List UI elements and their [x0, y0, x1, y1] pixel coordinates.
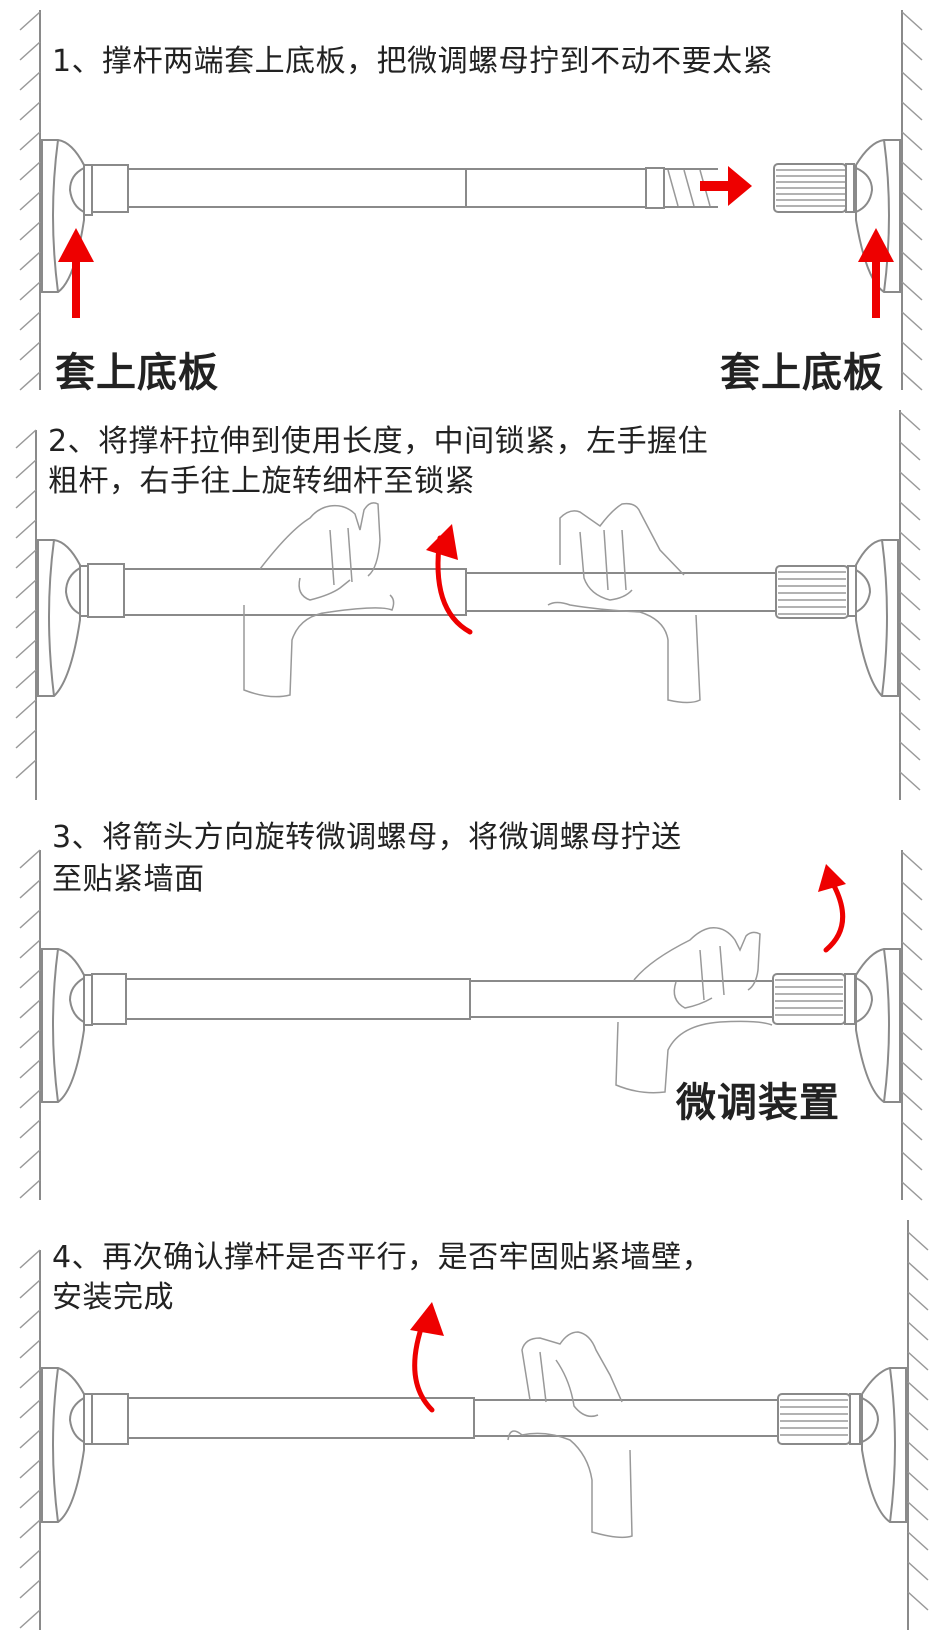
adjustment-device-label: 微调装置: [676, 1080, 840, 1126]
adjustment-nut-icon: [772, 973, 846, 1025]
left-wall-icon: [19, 849, 41, 1200]
step-2-panel: 2、将撑杆拉伸到使用长度，中间锁紧，左手握住 粗杆，右手往上旋转细杆至锁紧: [0, 400, 932, 800]
adjustment-nut-icon: [773, 163, 847, 213]
thin-rod-icon: [465, 572, 777, 612]
step-2-instruction-line-1: 2、将撑杆拉伸到使用长度，中间锁紧，左手握住: [48, 424, 709, 459]
right-base-plate-icon: [849, 1367, 907, 1523]
step-4-panel: 4、再次确认撑杆是否平行，是否牢固贴紧墙壁， 安装完成: [0, 1210, 932, 1640]
left-wall-icon: [15, 429, 37, 800]
right-wall-icon: [907, 1220, 929, 1630]
adjustment-nut-icon: [777, 1393, 851, 1445]
adjustment-nut-icon: [775, 565, 849, 619]
right-wall-icon: [899, 410, 921, 800]
step-3-instruction-line-1: 3、将箭头方向旋转微调螺母，将微调螺母拧送: [52, 820, 682, 855]
left-base-plate-icon: [41, 1367, 129, 1523]
step-3-illustration: [19, 849, 923, 1201]
right-wall-icon: [901, 850, 923, 1201]
step-2-instruction-line-2: 粗杆，右手往上旋转细杆至锁紧: [48, 464, 475, 499]
thick-rod-icon: [127, 168, 467, 208]
left-wall-icon: [19, 10, 41, 391]
step-4-instruction-line-1: 4、再次确认撑杆是否平行，是否牢固贴紧墙壁，: [52, 1240, 713, 1275]
left-base-plate-icon: [37, 539, 125, 697]
step-1-panel: 1、撑杆两端套上底板，把微调螺母拧到不动不要太紧 套上底板 套上底板: [0, 0, 932, 400]
right-hand-icon: [547, 502, 701, 704]
step-1-illustration: [19, 10, 923, 391]
step-1-instruction: 1、撑杆两端套上底板，把微调螺母拧到不动不要太紧: [52, 44, 774, 79]
hand-icon: [615, 927, 773, 1094]
right-arrow-icon: [700, 166, 752, 206]
up-arrow-left-icon: [58, 228, 94, 318]
step-4-illustration: [19, 1220, 929, 1630]
thin-rod-icon: [469, 980, 777, 1018]
thin-rod-icon: [465, 167, 718, 209]
rotate-arrow-icon: [818, 864, 846, 953]
thin-rod-icon: [473, 1399, 781, 1437]
step-4-instruction-line-2: 安装完成: [52, 1280, 174, 1315]
left-base-plate-icon: [41, 948, 127, 1103]
rotate-arrow-icon: [410, 1302, 444, 1413]
right-base-plate-icon: [847, 539, 899, 697]
right-base-plate-icon: [844, 948, 901, 1103]
up-arrow-right-icon: [858, 228, 894, 318]
left-base-plate-icon: [41, 139, 129, 293]
step-3-instruction-line-2: 至贴紧墙面: [52, 862, 205, 897]
base-plate-label-right: 套上底板: [720, 350, 884, 396]
thick-rod-icon: [123, 568, 467, 616]
thick-rod-icon: [127, 1397, 475, 1439]
left-wall-icon: [19, 1249, 41, 1630]
base-plate-label-left: 套上底板: [55, 350, 219, 396]
hand-icon: [507, 1331, 633, 1539]
right-wall-icon: [901, 10, 923, 391]
left-hand-icon: [243, 502, 395, 698]
step-3-panel: 3、将箭头方向旋转微调螺母，将微调螺母拧送 至贴紧墙面 微调装置: [0, 800, 932, 1210]
step-2-illustration: [15, 410, 921, 800]
rotate-arrow-icon: [426, 524, 473, 635]
thick-rod-icon: [125, 978, 471, 1020]
